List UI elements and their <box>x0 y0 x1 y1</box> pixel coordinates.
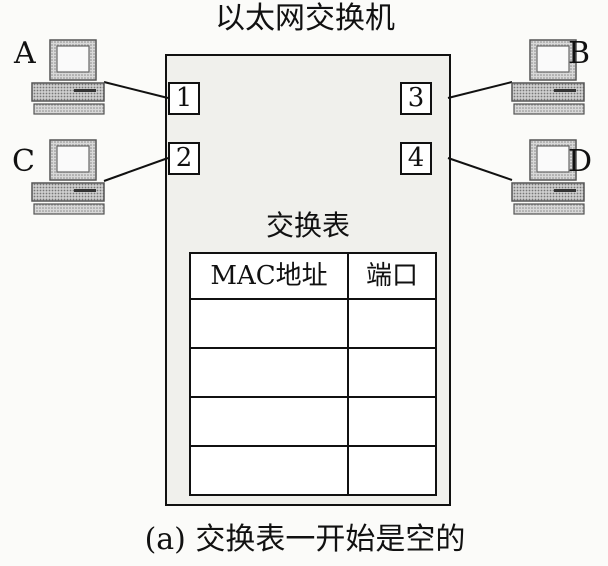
link-d-port-4 <box>448 158 512 180</box>
port-2: 2 <box>168 142 200 175</box>
mac-address-cell <box>190 446 348 495</box>
table-header-row: MAC地址 端口 <box>190 253 436 299</box>
host-label-a: A <box>14 38 36 70</box>
mac-address-cell <box>190 397 348 446</box>
computer-c-icon <box>30 138 106 216</box>
table-row <box>190 446 436 495</box>
mac-address-header: MAC地址 <box>190 253 348 299</box>
port-cell <box>348 299 436 348</box>
port-cell <box>348 446 436 495</box>
port-3: 3 <box>400 82 432 115</box>
host-label-d: D <box>568 146 592 178</box>
link-c-port-2 <box>104 158 168 181</box>
port-4: 4 <box>400 142 432 175</box>
figure-caption: (a) 交换表一开始是空的 <box>90 520 520 560</box>
mac-address-cell <box>190 348 348 397</box>
port-header: 端口 <box>348 253 436 299</box>
table-row <box>190 397 436 446</box>
table-row <box>190 299 436 348</box>
link-b-port-3 <box>448 82 512 98</box>
host-label-c: C <box>12 146 35 178</box>
link-a-port-1 <box>104 82 168 98</box>
port-cell <box>348 397 436 446</box>
port-cell <box>348 348 436 397</box>
switch-table: MAC地址 端口 <box>189 252 437 496</box>
mac-address-cell <box>190 299 348 348</box>
port-1: 1 <box>168 82 200 115</box>
computer-a-icon <box>30 38 106 116</box>
switch-table-title: 交换表 <box>165 208 451 244</box>
host-label-b: B <box>568 38 590 70</box>
table-row <box>190 348 436 397</box>
